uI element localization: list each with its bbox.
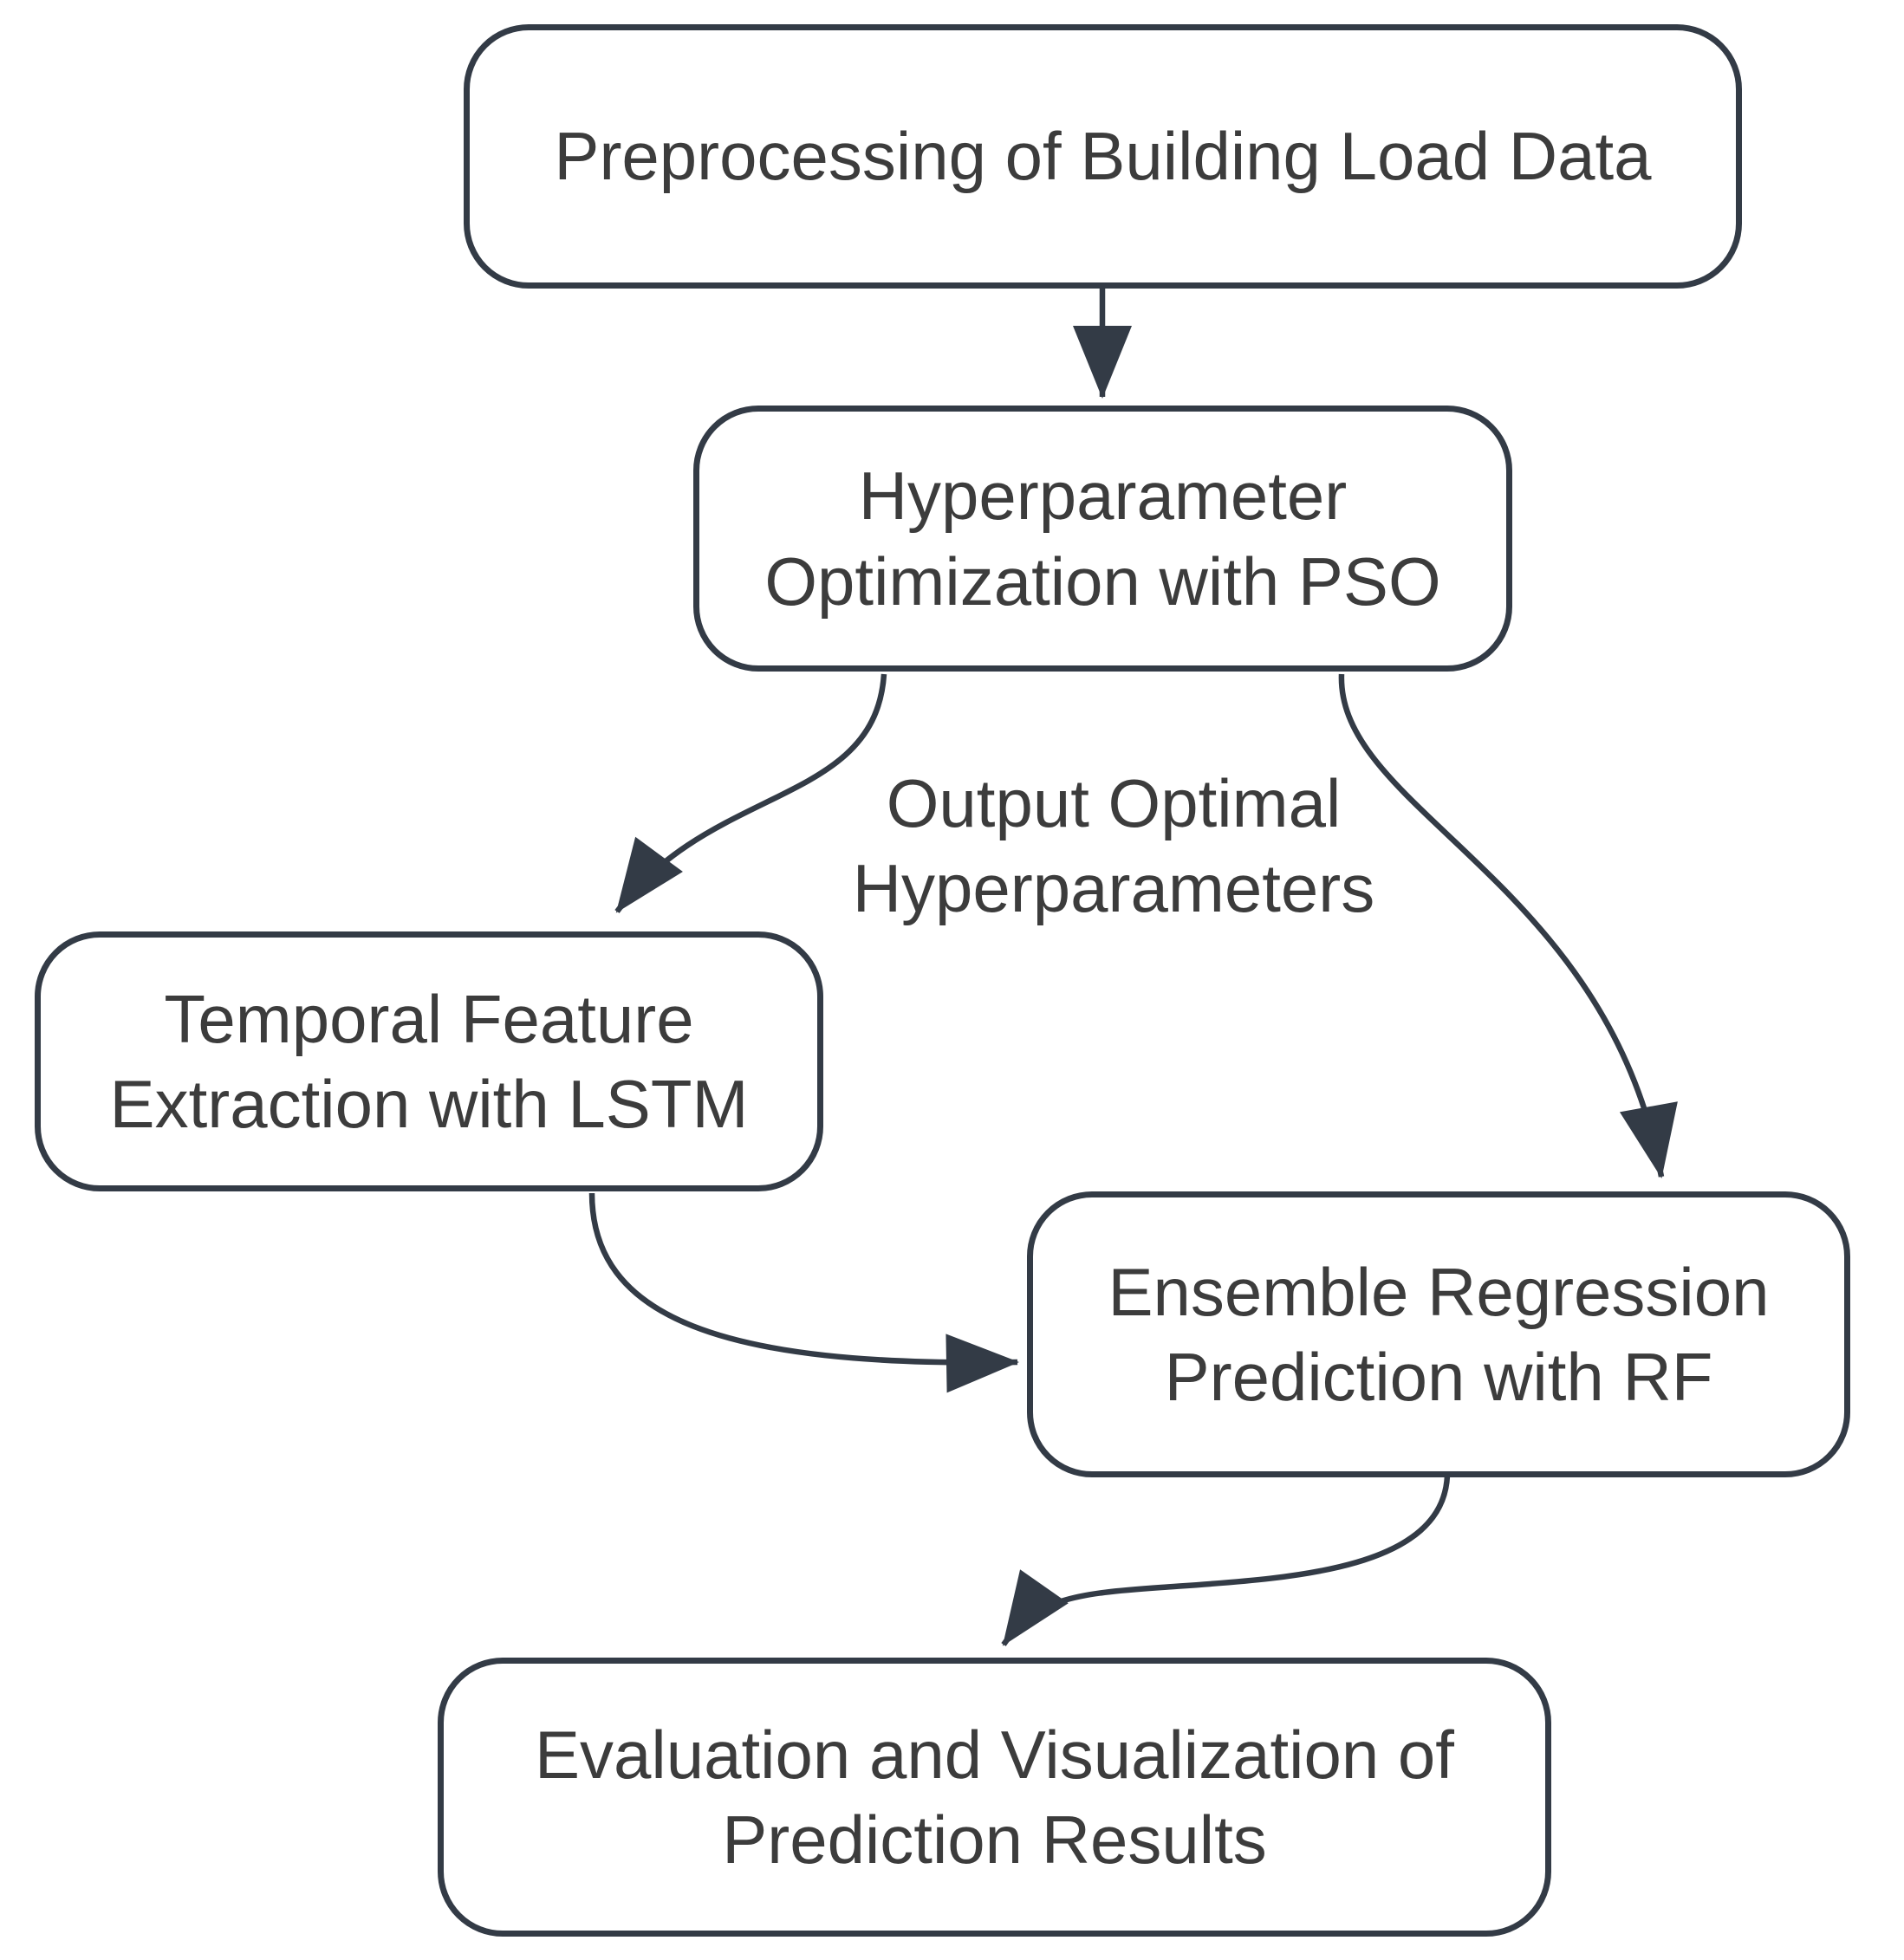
edge-label-output-optimal-hyperparameters: Output Optimal Hyperparameters <box>852 765 1375 927</box>
node-preprocessing-label: Preprocessing of Building Load Data <box>554 118 1652 195</box>
edge-rf-evaluation <box>1001 1475 1451 1646</box>
edge-pso-lstm <box>614 673 887 913</box>
edge-lstm-rf <box>588 1192 1019 1393</box>
edge-pso-rf <box>1338 673 1678 1178</box>
node-pso-label: Hyperparameter Optimization with PSO <box>764 458 1441 620</box>
node-evaluation: Evaluation and Visualization of Predicti… <box>438 1658 1551 1937</box>
node-rf: Ensemble Regression Prediction with RF <box>1027 1191 1850 1477</box>
node-rf-label: Ensemble Regression Prediction with RF <box>1108 1253 1770 1415</box>
node-pso: Hyperparameter Optimization with PSO <box>693 406 1512 672</box>
node-lstm-label: Temporal Feature Extraction with LSTM <box>109 980 749 1142</box>
node-preprocessing: Preprocessing of Building Load Data <box>464 24 1742 289</box>
node-lstm: Temporal Feature Extraction with LSTM <box>35 931 823 1191</box>
node-evaluation-label: Evaluation and Visualization of Predicti… <box>535 1716 1454 1878</box>
